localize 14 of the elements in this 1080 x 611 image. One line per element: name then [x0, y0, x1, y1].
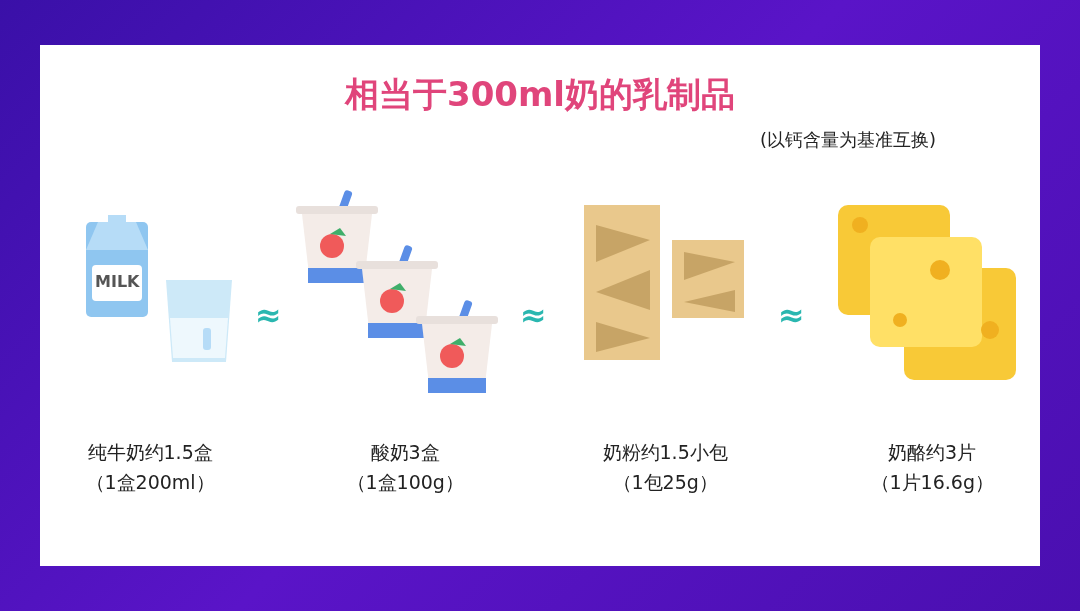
item-name: 纯牛奶约1.5盒: [87, 440, 213, 465]
item-name: 酸奶3盒: [370, 440, 440, 465]
title: 相当于300ml奶的乳制品: [343, 73, 737, 116]
carton-text: MILK: [95, 272, 140, 291]
item-amount: （1包25g）: [612, 470, 718, 495]
approx-sign: ≈: [255, 296, 282, 334]
item-amount: （1片16.6g）: [870, 470, 994, 495]
approx-sign: ≈: [520, 296, 547, 334]
item-name: 奶粉约1.5小包: [602, 440, 728, 465]
item-name: 奶酪约3片: [888, 440, 977, 465]
item-amount: （1盒100g）: [346, 470, 464, 495]
note: (以钙含量为基准互换): [760, 128, 937, 152]
item-amount: （1盒200ml）: [85, 470, 215, 495]
approx-sign: ≈: [778, 296, 805, 334]
